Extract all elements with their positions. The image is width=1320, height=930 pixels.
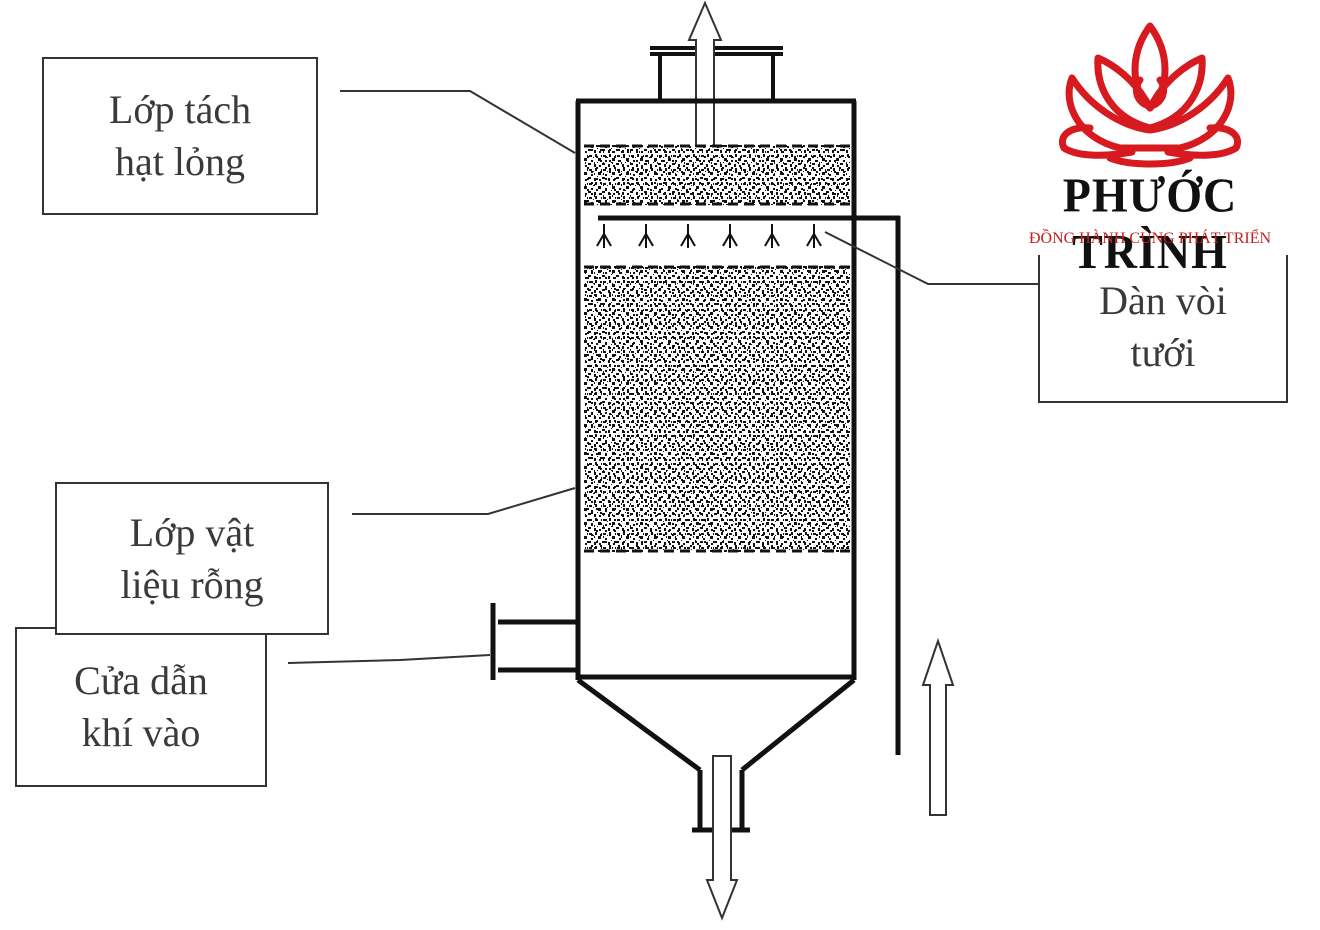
nozzle-icon: [764, 224, 780, 248]
nozzle-icon: [638, 224, 654, 248]
label-porous-material: Lớp vật liệu rỗng: [55, 482, 329, 635]
top-outlet: [650, 46, 783, 101]
nozzle-icon: [680, 224, 696, 248]
spray-nozzles: [596, 224, 822, 248]
label-line: hạt lỏng: [115, 139, 245, 184]
label-gas-inlet: Cửa dẫn khí vào: [15, 627, 267, 787]
label-line: Lớp tách: [108, 87, 252, 132]
label-line: liệu rỗng: [120, 561, 264, 607]
water-flow-arrow: [921, 637, 955, 816]
exhaust-arrow: [687, 0, 723, 151]
nozzle-icon: [722, 224, 738, 248]
nozzle-icon: [596, 224, 612, 248]
leader-top-layer: [340, 90, 576, 154]
leader-porous: [352, 487, 576, 515]
gas-inlet-pipe: [490, 603, 578, 680]
label-droplet-separation: Lớp tách hạt lỏng: [42, 57, 318, 215]
logo-slogan: ĐỒNG HÀNH CÙNG PHÁT TRIỂN: [1028, 230, 1272, 247]
label-line: tưới: [1130, 329, 1196, 375]
drain-arrow: [705, 755, 739, 921]
label-line: Lớp vật: [129, 509, 255, 555]
nozzle-icon: [806, 224, 822, 248]
logo-title: PHƯỚC TRÌNH: [1062, 168, 1238, 279]
brand-logo: PHƯỚC TRÌNH ĐỒNG HÀNH CÙNG PHÁT TRIỂN: [980, 0, 1320, 279]
packing-layer: [584, 265, 850, 553]
label-line: khí vào: [81, 710, 201, 755]
column-body: [575, 98, 857, 680]
lotus-icon: [1059, 22, 1241, 168]
spray-header: [598, 215, 901, 755]
leader-gas-inlet: [287, 654, 491, 664]
demister-layer: [584, 144, 850, 206]
leader-spray: [824, 231, 1038, 285]
label-spray-nozzles: Dàn vòi tưới: [1038, 250, 1288, 403]
label-line: Dàn vòi: [1099, 277, 1227, 323]
label-line: Cửa dẫn: [74, 658, 208, 703]
leader-lines: [287, 90, 1038, 664]
